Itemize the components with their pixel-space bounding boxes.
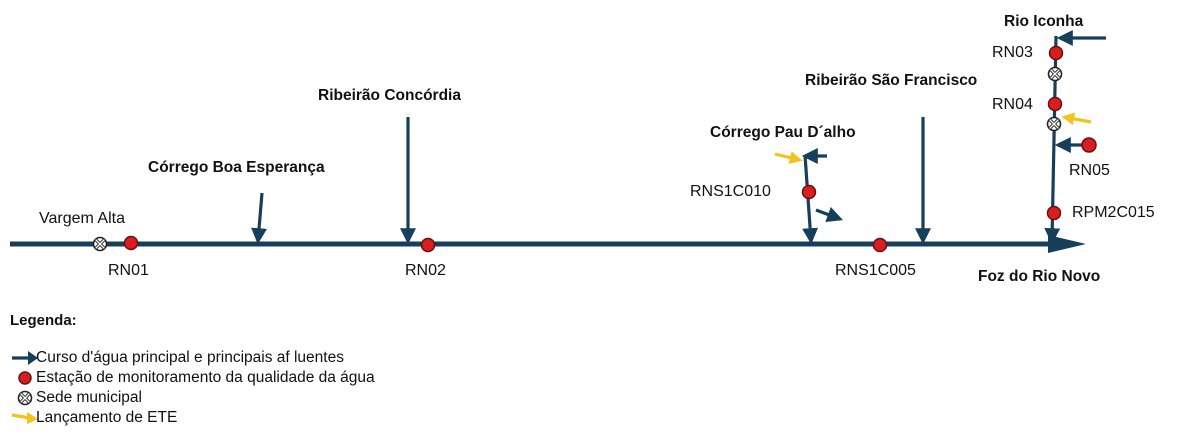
legend-label-station: Estação de monitoramento da qualidade da… <box>36 369 375 386</box>
station-rn01 <box>123 235 139 251</box>
station-rns1c005 <box>872 237 888 253</box>
legend-title: Legenda: <box>10 312 77 329</box>
station-rns1c010 <box>801 184 817 200</box>
legend-label-river: Curso d'água principal e principais af l… <box>36 349 344 366</box>
label-sao-francisco: Ribeirão São Francisco <box>805 72 978 89</box>
ete-discharge-iconha <box>1061 112 1092 126</box>
legend-river-arrow-icon <box>12 351 38 365</box>
label-concordia: Ribeirão Concórdia <box>318 87 461 104</box>
municipal-seat-iconha-1 <box>1046 65 1064 83</box>
label-rn02: RN02 <box>405 262 446 279</box>
station-rpm2c015 <box>1046 205 1062 221</box>
municipal-seat-iconha-2 <box>1045 115 1063 133</box>
station-rn02 <box>420 237 436 253</box>
municipal-seat-vargem-alta <box>91 235 109 253</box>
legend-item-municipal: Sede municipal <box>10 389 142 407</box>
legend-item-station: Estação de monitoramento da qualidade da… <box>10 369 375 387</box>
main-river-arrowhead <box>1048 235 1086 253</box>
label-iconha: Rio Iconha <box>1004 13 1084 30</box>
label-pau-dalho: Córrego Pau D´alho <box>710 124 856 141</box>
legend-label-municipal: Sede municipal <box>36 389 142 406</box>
label-rns1c005: RNS1C005 <box>835 262 916 279</box>
tributary-boa-esperanca <box>251 192 268 245</box>
label-foz-rio-novo: Foz do Rio Novo <box>978 268 1101 285</box>
label-rn01: RN01 <box>108 262 149 279</box>
legend-ete-arrow-icon <box>11 412 38 424</box>
label-rns1c010: RNS1C010 <box>690 183 771 200</box>
legend-item-ete: Lançamento de ETE <box>10 409 177 427</box>
legend-station-dot-icon <box>18 371 32 385</box>
station-rn04 <box>1047 96 1063 112</box>
station-rn05 <box>1081 137 1097 153</box>
label-vargem-alta: Vargem Alta <box>39 210 125 227</box>
legend-label-ete: Lançamento de ETE <box>36 409 178 426</box>
label-boa-esperanca: Córrego Boa Esperança <box>148 159 325 176</box>
legend-item-river: Curso d'água principal e principais af l… <box>10 349 344 367</box>
ete-discharge-pau-dalho <box>774 151 803 164</box>
label-rn04: RN04 <box>992 96 1033 113</box>
station-rn03 <box>1048 45 1064 61</box>
label-rn03: RN03 <box>992 44 1033 61</box>
label-rpm2c015: RPM2C015 <box>1072 204 1155 221</box>
small-inflow-arrow <box>815 207 843 222</box>
label-rn05: RN05 <box>1069 162 1110 179</box>
